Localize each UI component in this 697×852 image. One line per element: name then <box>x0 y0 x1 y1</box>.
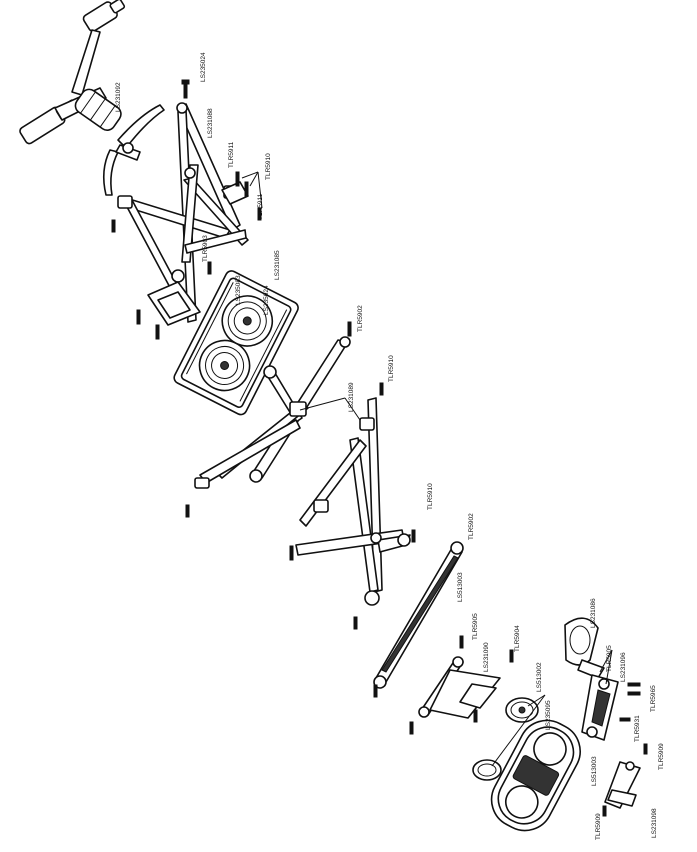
base-plate <box>490 719 581 832</box>
bolt-set <box>111 79 648 817</box>
fan-panel <box>173 270 299 416</box>
label-ls231085: LS231085 <box>274 250 281 280</box>
label-ls231088: LS231088 <box>207 108 214 138</box>
label-tlr5910: TLR5910 <box>265 153 272 180</box>
label-tlr5909: TLR5909 <box>595 813 602 840</box>
label-ls231096: LS231096 <box>620 652 627 682</box>
label-ls235083: LS235083 <box>235 275 242 305</box>
label-tlr5904: TLR5904 <box>514 625 521 652</box>
middle-frame <box>194 336 351 489</box>
label-tlr5931: TLR5931 <box>634 715 641 742</box>
label-ls513003: LS513003 <box>457 572 464 602</box>
label-ls235024: LS235024 <box>200 52 207 82</box>
leader-lines <box>241 171 613 767</box>
label-tlr5902: TLR5902 <box>357 305 364 332</box>
label-tlr5910: TLR5910 <box>427 483 434 510</box>
label-ls231092: LS231092 <box>115 82 122 112</box>
clamp-assembly <box>564 617 605 679</box>
motor-pulley <box>472 697 539 781</box>
label-tlr5902: TLR5902 <box>468 513 475 540</box>
upper-frame-assembly <box>117 102 249 326</box>
label-ls235095: LS235095 <box>545 700 552 730</box>
label-tlr5910: TLR5910 <box>388 355 395 382</box>
handlebar-assembly <box>19 0 165 196</box>
label-ls231098: LS231098 <box>651 808 658 838</box>
label-tlr5909: TLR5909 <box>658 743 665 770</box>
label-tlr5911: TLR5911 <box>228 141 235 168</box>
label-tlr5903: TLR5903 <box>202 235 209 262</box>
label-ls231090: LS231090 <box>483 642 490 672</box>
bracket <box>418 656 501 719</box>
label-tlr5905: TLR5905 <box>606 645 613 672</box>
label-ls231089: LS231089 <box>348 382 355 412</box>
label-ls513002: LS513002 <box>536 662 543 692</box>
label-ls235024: LS235024 <box>263 285 270 315</box>
label-tlr5905: TLR5905 <box>472 613 479 640</box>
label-tlr5911: TLR5911 <box>257 193 264 220</box>
diamond-plate-bar <box>373 541 464 689</box>
label-ls513003: LS513003 <box>591 756 598 786</box>
lower-frame <box>295 397 411 606</box>
actuator-assembly <box>581 674 619 741</box>
label-ls231086: LS231086 <box>590 598 597 628</box>
label-tlr5965: TLR5965 <box>650 685 657 712</box>
part-labels: LS231092 LS235024 LS231088 TLR5911 TLR59… <box>115 52 665 840</box>
small-bracket <box>604 761 641 809</box>
